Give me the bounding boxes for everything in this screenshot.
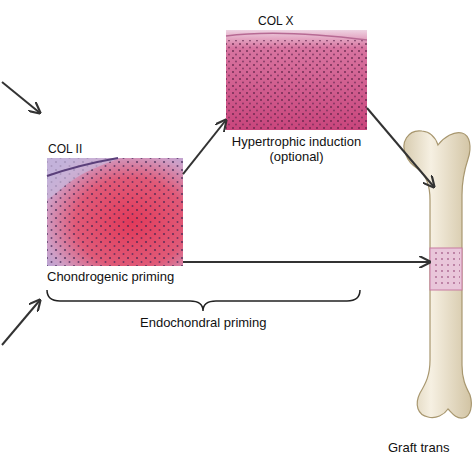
flow-arrow <box>183 120 226 174</box>
caption-text: Graft trans <box>388 440 449 455</box>
flow-arrow <box>367 108 434 187</box>
image-panel: Graft trans <box>398 125 474 420</box>
bracket-label: Endochondral priming <box>140 315 266 330</box>
image-panel: COL IIChondrogenic priming <box>47 158 183 266</box>
image-panel: COL XHypertrophic induction (optional) <box>226 30 367 130</box>
incoming-arrow <box>2 300 40 345</box>
caption-text: Hypertrophic induction (optional) <box>213 134 380 164</box>
caption-text: Chondrogenic priming <box>47 269 197 284</box>
stain-label: COL II <box>48 142 82 157</box>
incoming-arrow <box>2 82 40 113</box>
histology-image <box>226 30 367 130</box>
flow-arrow <box>183 261 430 263</box>
stain-label: COL X <box>258 14 294 29</box>
bracket <box>47 290 360 311</box>
femur-bone <box>404 131 471 418</box>
histology-image <box>47 158 183 266</box>
